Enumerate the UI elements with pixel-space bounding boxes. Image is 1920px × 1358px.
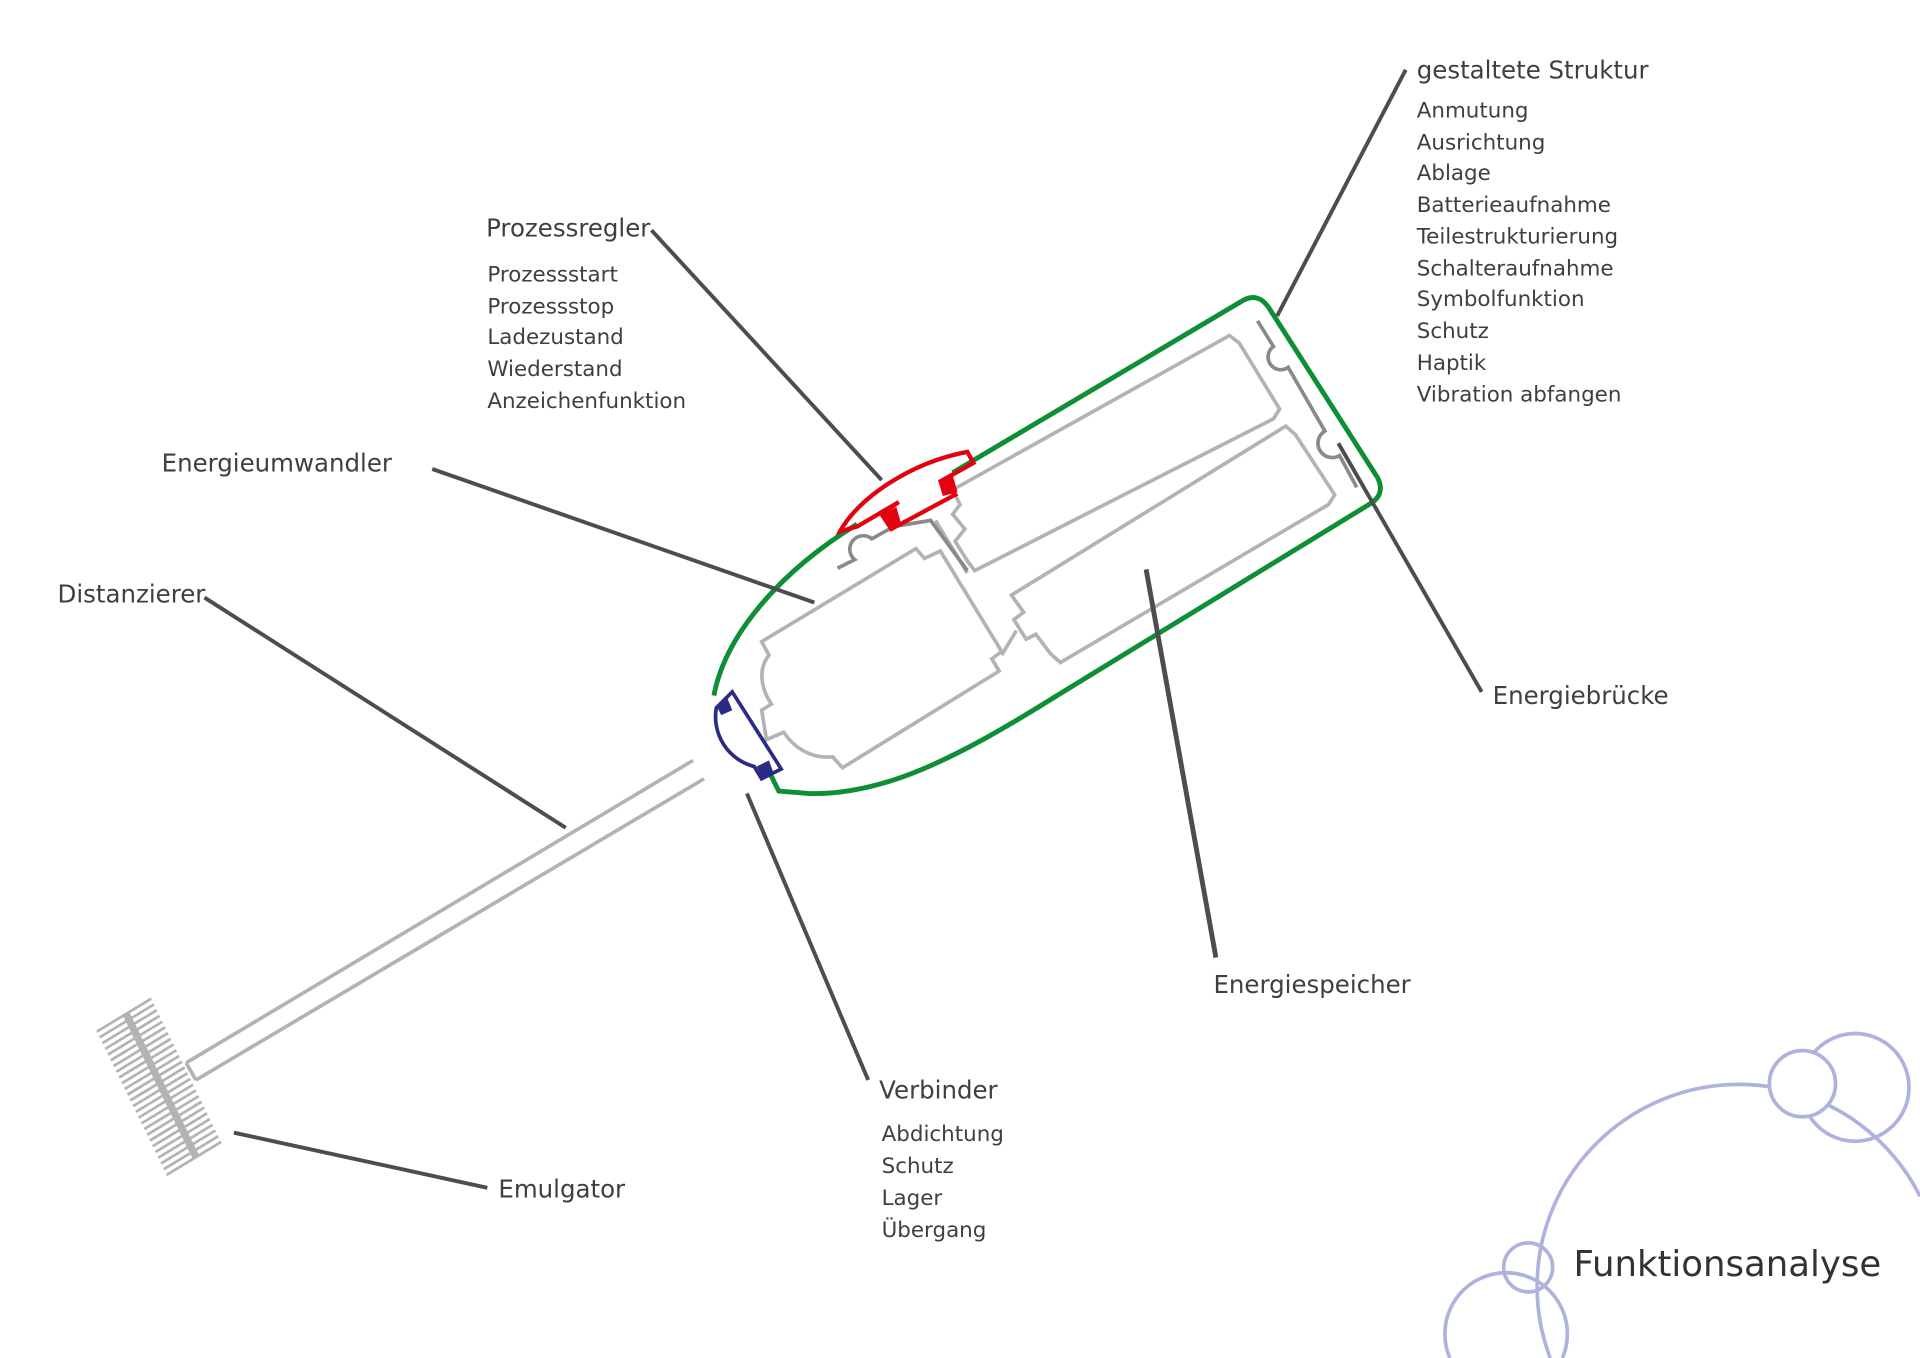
svg-text:Abdichtung: Abdichtung	[882, 1122, 1004, 1147]
gestaltete-struktur-housing	[711, 295, 1383, 796]
svg-text:Anzeichenfunktion: Anzeichenfunktion	[487, 389, 686, 414]
brush-bristle	[132, 1072, 189, 1108]
svg-text:Haptik: Haptik	[1417, 351, 1487, 376]
emulgator-brush	[96, 997, 222, 1177]
brush-bristle	[154, 1117, 211, 1154]
label-verbinder: Verbinder Abdichtung Schutz Lager Überga…	[879, 1075, 1004, 1242]
svg-text:Schutz: Schutz	[1417, 319, 1489, 344]
diagram-title: Funktionsanalyse	[1573, 1244, 1881, 1285]
energieumwandler-motor	[759, 546, 1005, 771]
svg-text:Lager: Lager	[882, 1186, 943, 1211]
brush-bristle	[140, 1089, 197, 1125]
brush-bristle	[137, 1083, 194, 1119]
brush-bristle	[129, 1066, 186, 1102]
battery-upper	[950, 333, 1282, 573]
label-emulgator: Emulgator	[498, 1175, 626, 1204]
label-energiespeicher: Energiespeicher	[1213, 970, 1411, 999]
brush-bristle	[126, 1060, 183, 1096]
bubble	[1501, 1241, 1555, 1294]
brush-bristle	[121, 1049, 178, 1085]
brush-bristle	[157, 1123, 214, 1159]
brush-bristle	[101, 1008, 158, 1045]
bubble-large	[1535, 1082, 1920, 1358]
svg-text:Prozessstart: Prozessstart	[487, 263, 618, 288]
brush-bristle	[118, 1043, 175, 1079]
svg-text:Schalteraufnahme: Schalteraufnahme	[1417, 257, 1614, 282]
svg-text:Vibration abfangen: Vibration abfangen	[1417, 383, 1622, 408]
svg-text:Schutz: Schutz	[882, 1154, 954, 1179]
brush-bristle	[110, 1026, 166, 1062]
switch-bracket	[836, 518, 969, 572]
internal-structure	[759, 319, 1359, 771]
svg-text:Symbolfunktion: Symbolfunktion	[1417, 287, 1585, 312]
leader-lines	[203, 68, 1484, 1190]
bubble	[1443, 1270, 1570, 1358]
brush-bristle	[163, 1135, 219, 1171]
svg-text:Anmutung: Anmutung	[1417, 99, 1529, 124]
brush-bristle	[98, 1003, 155, 1039]
brush-bristle	[149, 1106, 205, 1142]
distanzierer-rod	[184, 758, 706, 1082]
brush-bristle	[143, 1094, 200, 1131]
svg-text:Teilestrukturierung: Teilestrukturierung	[1416, 225, 1618, 250]
svg-text:Ausrichtung: Ausrichtung	[1417, 130, 1546, 155]
brush-bristle	[160, 1129, 217, 1165]
battery-lower	[1008, 423, 1337, 665]
svg-text:Wiederstand: Wiederstand	[487, 357, 622, 382]
brush-bristle	[146, 1100, 203, 1136]
svg-text:Prozessstop: Prozessstop	[487, 294, 614, 319]
brush-bristle	[124, 1054, 180, 1091]
energiebruecke-contact	[1255, 319, 1359, 489]
label-prozessregler: Prozessregler Prozessstart Prozessstop L…	[486, 213, 686, 413]
brush-bristle	[96, 997, 152, 1033]
bubble	[1767, 1048, 1838, 1119]
svg-text:Ablage: Ablage	[1417, 161, 1491, 186]
svg-text:Batterieaufnahme: Batterieaufnahme	[1417, 193, 1611, 218]
label-energieumwandler: Energieumwandler	[162, 448, 393, 477]
brush-bristle	[165, 1140, 222, 1177]
verbinder-connector	[713, 688, 784, 782]
brush-bristle	[112, 1031, 169, 1068]
brush-bristle	[104, 1014, 161, 1051]
decorative-bubbles	[1443, 1031, 1920, 1358]
brush-bristle	[107, 1020, 164, 1056]
label-distanzierer: Distanzierer	[58, 579, 207, 608]
svg-text:Prozessregler: Prozessregler	[486, 213, 651, 242]
label-energiebruecke: Energiebrücke	[1493, 681, 1669, 710]
label-gestaltete-struktur: gestaltete Struktur Anmutung Ausrichtung…	[1416, 55, 1650, 407]
brush-bristle	[115, 1037, 172, 1073]
svg-text:Übergang: Übergang	[882, 1217, 987, 1243]
brush-bristle	[135, 1077, 192, 1114]
svg-text:gestaltete Struktur: gestaltete Struktur	[1417, 55, 1650, 84]
brush-bristle	[151, 1112, 208, 1148]
svg-text:Ladezustand: Ladezustand	[487, 325, 623, 350]
svg-text:Verbinder: Verbinder	[879, 1075, 998, 1104]
